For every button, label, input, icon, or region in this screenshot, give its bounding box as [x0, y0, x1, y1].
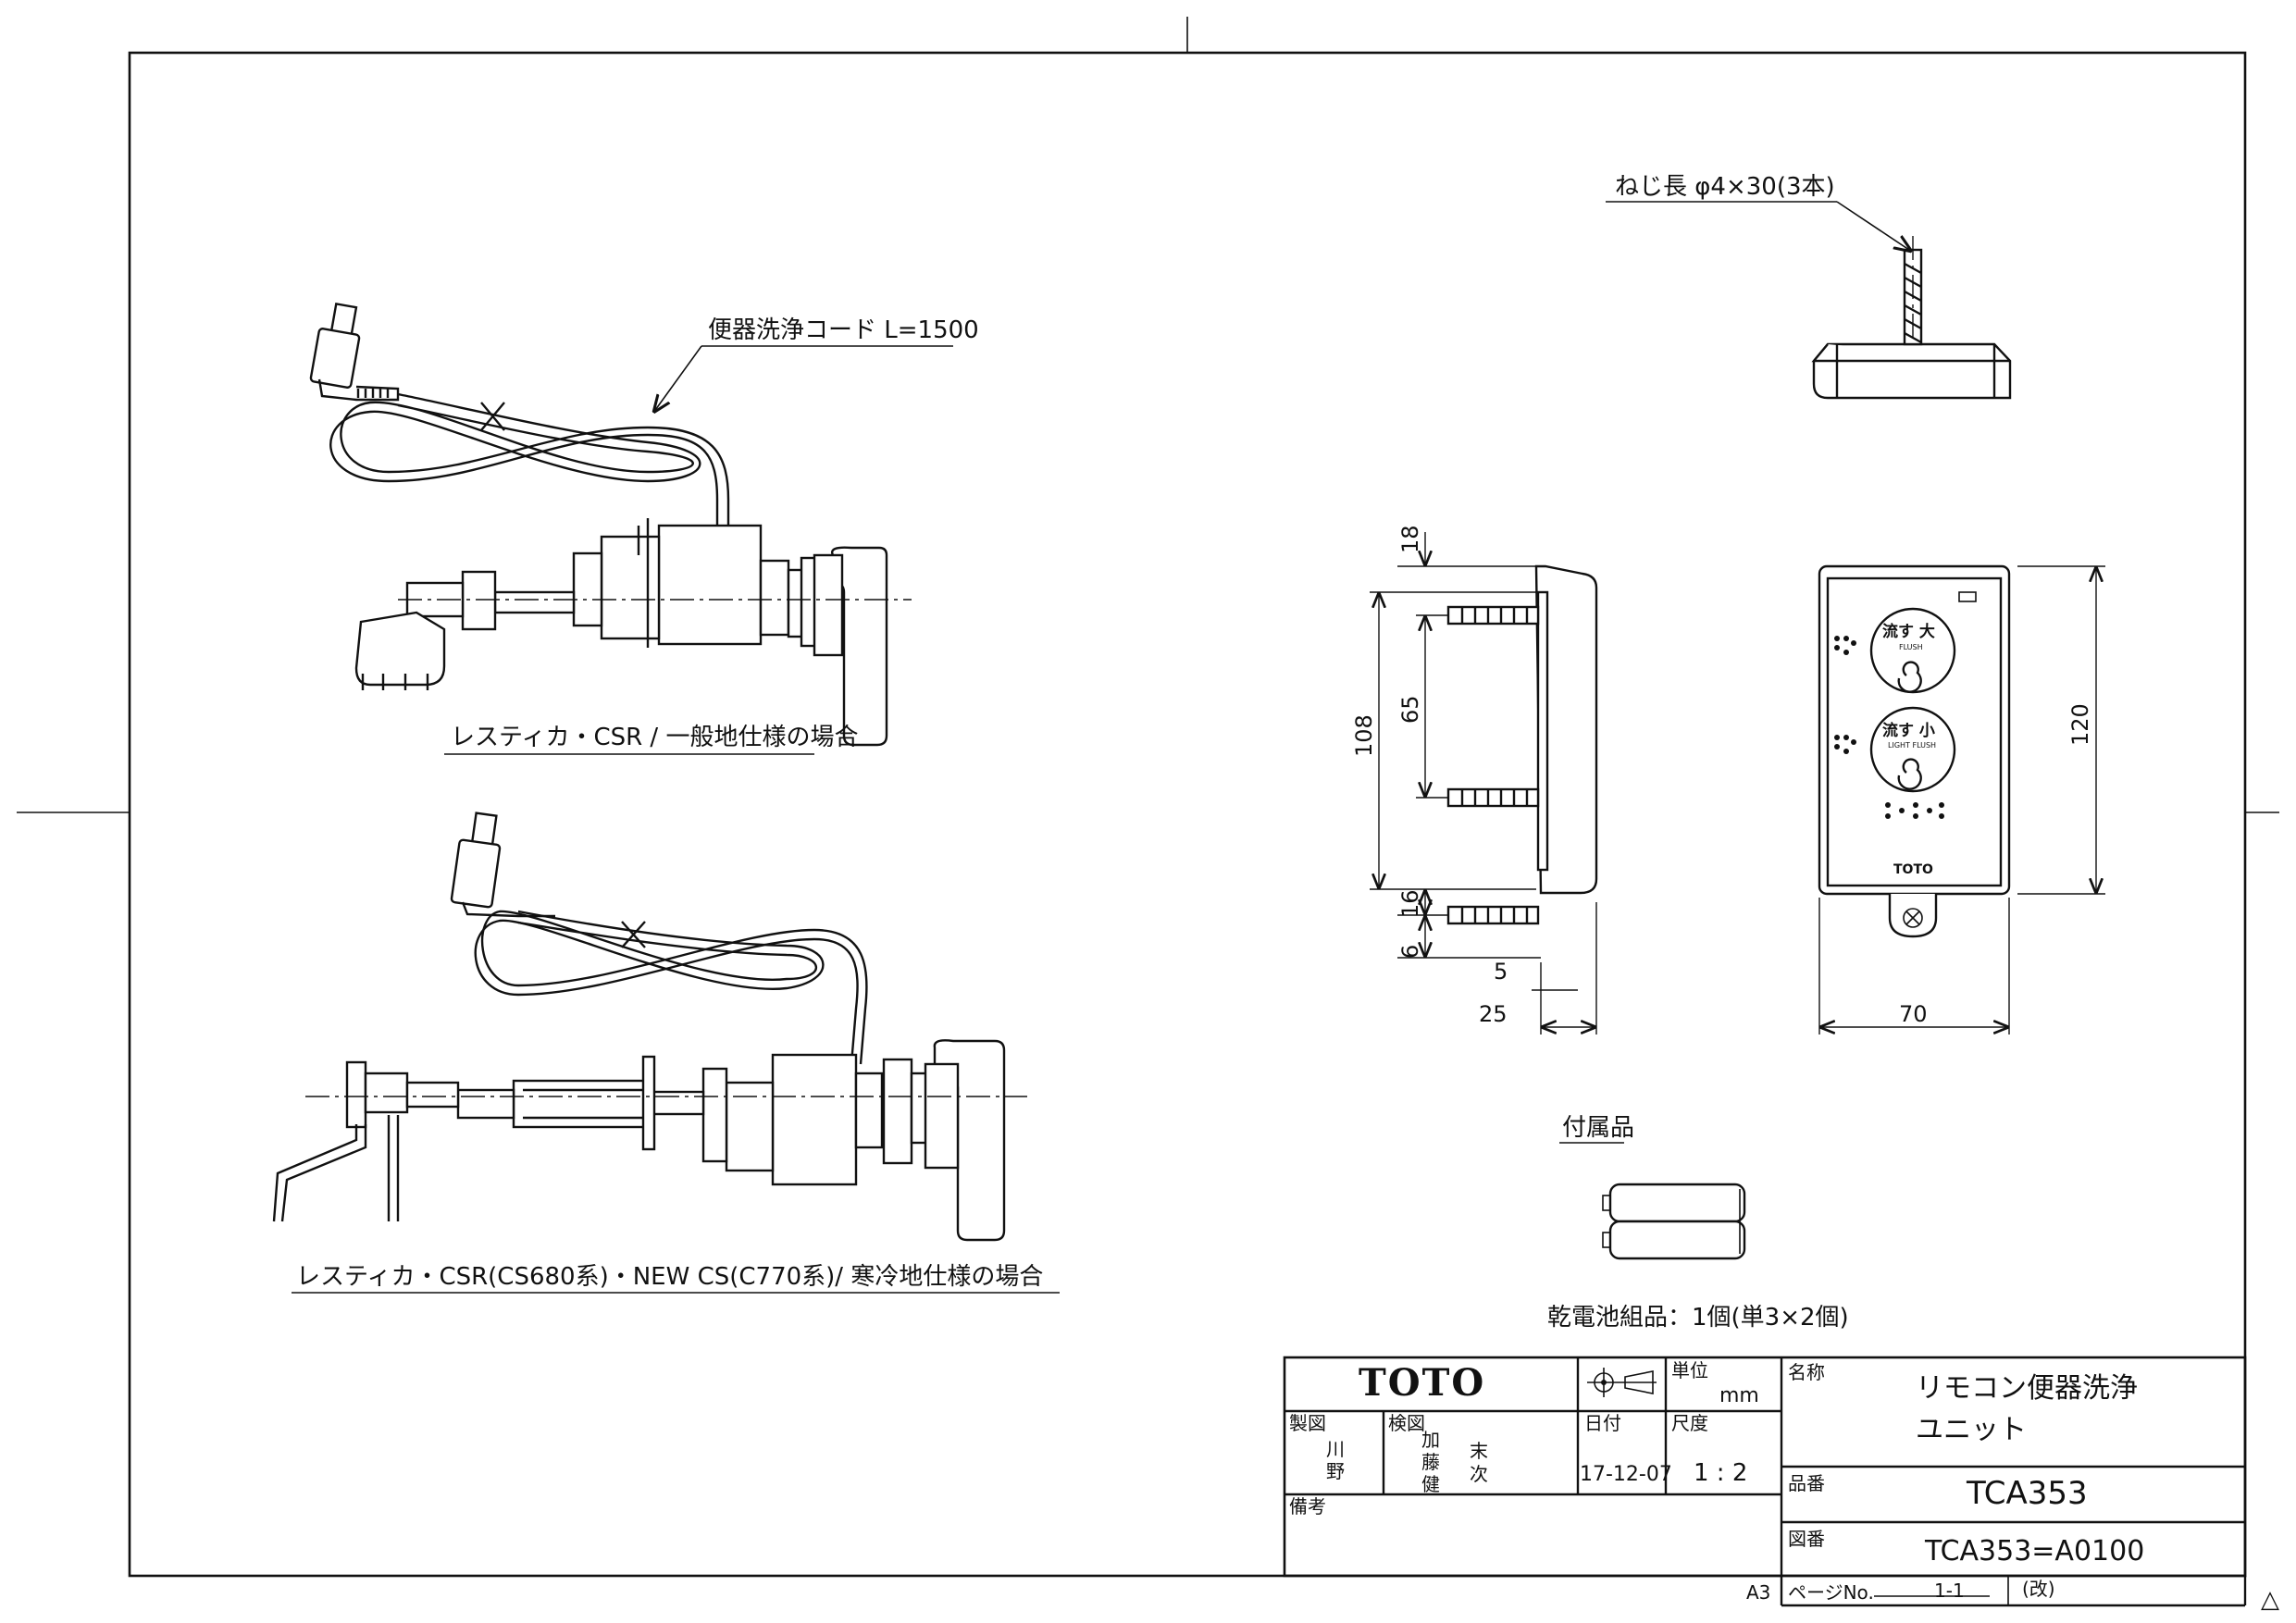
flush-big-sublabel: FLUSH [1899, 643, 1923, 651]
dim-16: 16 [1397, 889, 1423, 918]
part-value: TCA353 [1966, 1475, 2088, 1512]
scale-value: 1 : 2 [1694, 1459, 1747, 1487]
battery-pack [1602, 1183, 1746, 1260]
date-value: 17-12-07 [1580, 1463, 1672, 1486]
dim-18: 18 [1397, 525, 1423, 553]
anchor-middle [1446, 787, 1540, 808]
checked-by-1: 加 [1421, 1429, 1440, 1451]
name-line1: リモコン便器洗浄 [1916, 1372, 2138, 1405]
name-line2: ユニット [1916, 1414, 2027, 1446]
remarks-label: 備考 [1289, 1495, 1326, 1518]
scale-label: 尺度 [1671, 1412, 1708, 1434]
dim-120: 120 [2067, 703, 2093, 746]
caption-standard: レスティカ・CSR / 一般地仕様の場合 [451, 724, 858, 751]
remote-brand: TOTO [1893, 862, 1933, 877]
screw-callout: ねじ長 φ4×30(3本) [1615, 173, 1835, 201]
accessories-heading: 付属品 [1562, 1114, 1634, 1142]
name-label: 名称 [1788, 1361, 1825, 1383]
drawn-by-1: 川 [1326, 1438, 1345, 1460]
remote-top-view [1811, 236, 2012, 400]
part-label: 品番 [1788, 1472, 1825, 1494]
revision-label: (改) [2022, 1578, 2055, 1600]
dim-65: 65 [1397, 695, 1423, 724]
flush-small-button [1869, 706, 1956, 793]
cord-callout: 便器洗浄コード L=1500 [708, 316, 979, 344]
sheet-size: A3 [1746, 1581, 1770, 1604]
title-block [1283, 1356, 2247, 1607]
unit-value: mm [1719, 1384, 1759, 1407]
dim-6: 6 [1397, 945, 1423, 959]
date-label: 日付 [1584, 1412, 1621, 1434]
sheet-frame [17, 17, 2279, 1578]
flush-small-label: 流す 小 [1882, 721, 1935, 740]
anchor-top [1446, 605, 1540, 626]
checked-label: 検図 [1388, 1412, 1425, 1434]
anchor-bottom [1446, 905, 1540, 925]
checked-by-2: 藤 [1421, 1451, 1440, 1473]
checked-by-3: 健 [1421, 1473, 1440, 1495]
page-label: ページNo. [1788, 1581, 1874, 1604]
dim-70: 70 [1899, 1001, 1928, 1027]
page-value: 1-1 [1934, 1580, 1965, 1602]
battery-callout: 乾電池組品：1個(単3×2個) [1547, 1304, 1849, 1332]
caption-cold: レスティカ・CSR(CS680系)・NEW CS(C770系)/ 寒冷地仕様の場… [296, 1263, 1043, 1291]
dim-25: 25 [1479, 1001, 1508, 1027]
remote-front-view [1818, 564, 2105, 1035]
toto-logo: TOTO [1359, 1361, 1485, 1405]
drawing-no-value: TCA353=A0100 [1924, 1535, 2144, 1567]
cold-unit-drawing [272, 812, 1027, 1242]
checked-by-5: 次 [1470, 1463, 1488, 1485]
unit-label: 単位 [1671, 1359, 1708, 1381]
drawn-label: 製図 [1289, 1412, 1326, 1434]
flush-small-sublabel: LIGHT FLUSH [1888, 741, 1936, 750]
standard-unit-drawing [309, 302, 912, 747]
remote-side-view [1370, 532, 1598, 1035]
drawing-no-label: 図番 [1788, 1528, 1825, 1550]
revision-mark: △ [2261, 1586, 2279, 1614]
flush-big-label: 流す 大 [1882, 622, 1935, 641]
dim-108: 108 [1351, 714, 1377, 757]
checked-by-4: 末 [1470, 1440, 1488, 1462]
drawn-by-2: 野 [1326, 1460, 1345, 1482]
dim-5: 5 [1494, 959, 1508, 985]
